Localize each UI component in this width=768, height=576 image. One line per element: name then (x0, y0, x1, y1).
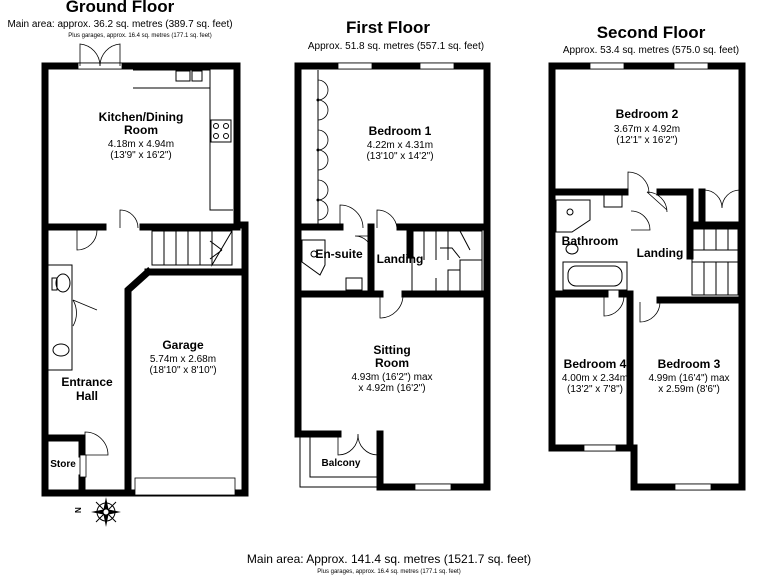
garage-door-icon (134, 477, 236, 496)
sink-icon (175, 70, 191, 82)
hall-name-line2: Hall (76, 389, 98, 403)
wc-door-icon (72, 299, 98, 327)
ground-floor: Ground Floor Main area: approx. 36.2 sq.… (7, 0, 249, 527)
garage-name: Garage (162, 338, 204, 352)
sitting-room-name-line1: Sitting (373, 343, 410, 357)
kitchen-counter (133, 69, 233, 211)
bathroom-shower-icon (555, 199, 591, 233)
first-floor-outer-walls (294, 62, 491, 491)
wc-cistern-icon (51, 277, 58, 291)
ground-stairs (151, 230, 233, 267)
bedroom3-name: Bedroom 3 (658, 357, 721, 371)
hall-door-top-icon (76, 229, 98, 251)
bathroom-toilet-icon (565, 243, 579, 255)
first-landing-name: Landing (377, 252, 424, 266)
wc-partition (46, 264, 73, 371)
store-name: Store (50, 459, 76, 470)
shower-icon (301, 239, 326, 276)
bath-icon (562, 261, 628, 291)
bathroom-wall (548, 290, 634, 452)
hob-icon (210, 119, 232, 143)
second-floor: Second Floor Approx. 53.4 sq. metres (57… (548, 23, 746, 491)
cupboard-door-icon (646, 191, 668, 213)
first-floor-area: Approx. 51.8 sq. metres (557.1 sq. feet) (308, 41, 484, 52)
bedroom1-dim-imperial: (13'10" x 14'2") (366, 151, 433, 162)
sitting-room-dim-line1: 4.93m (16'2") max (351, 372, 432, 383)
first-floor: First Floor Approx. 51.8 sq. metres (557… (294, 18, 491, 491)
ensuite-door-icon (354, 235, 373, 254)
footer-main-area: Main area: Approx. 141.4 sq. metres (152… (247, 552, 531, 566)
second-landing-name: Landing (637, 246, 684, 260)
ground-floor-title: Ground Floor (66, 0, 175, 16)
bedroom3-window (674, 483, 712, 491)
bedroom2-window-right (673, 62, 709, 70)
bedroom2-name: Bedroom 2 (616, 107, 679, 121)
bathroom-door-icon (630, 210, 651, 231)
kitchen-dim-metric: 4.18m x 4.94m (108, 139, 174, 150)
sink-drainer-icon (191, 70, 203, 82)
bedroom4-name: Bedroom 4 (564, 357, 627, 371)
bathroom-name: Bathroom (562, 234, 619, 248)
wardrobe-icon (316, 70, 329, 224)
ground-floor-garage-note: Plus garages, approx. 16.4 sq. metres (1… (68, 33, 211, 39)
first-floor-title: First Floor (346, 18, 430, 37)
sitting-room-window (414, 483, 452, 491)
bedroom3-dim-line2: x 2.59m (8'6") (658, 384, 720, 395)
second-floor-outer-walls (548, 62, 746, 491)
bedroom4-window (583, 444, 617, 452)
ensuite-basin-icon (345, 277, 363, 291)
sitting-room-name-line2: Room (375, 356, 409, 370)
kitchen-french-doors (77, 43, 123, 70)
wc-toilet-icon (55, 273, 71, 293)
second-stairs (691, 228, 739, 296)
bedroom1-door-icon (339, 204, 364, 229)
second-floor-area: Approx. 53.4 sq. metres (575.0 sq. feet) (563, 45, 739, 56)
bedroom1-dim-metric: 4.22m x 4.31m (367, 140, 433, 151)
front-door-icon (84, 431, 109, 456)
second-floor-title: Second Floor (597, 23, 706, 42)
ground-floor-outer-walls (41, 62, 249, 497)
bedroom1-window-left (337, 62, 373, 70)
garage-wall (124, 267, 244, 497)
kitchen-name-line1: Kitchen/Dining (99, 110, 184, 124)
ground-floor-area: Main area: approx. 36.2 sq. metres (389.… (7, 19, 232, 30)
bedroom4-dim-imperial: (13'2" x 7'8") (567, 384, 623, 395)
bedroom3-dim-line1: 4.99m (16'4") max (648, 373, 729, 384)
sitting-room-dim-line2: x 4.92m (16'2") (358, 383, 425, 394)
wardrobe-doors-icon (703, 189, 741, 210)
store-wall (41, 434, 86, 497)
first-stairs (411, 230, 483, 292)
balcony-outline (299, 436, 378, 488)
bedroom3-door-icon (639, 301, 661, 323)
bedroom1-name: Bedroom 1 (369, 124, 432, 138)
kitchen-name-line2: Room (124, 123, 158, 137)
garage-dim-metric: 5.74m x 2.68m (150, 354, 216, 365)
bedroom2-door-icon (627, 171, 650, 194)
bedroom2-window-left (589, 62, 625, 70)
bedroom2-bottom-wall (548, 188, 746, 229)
bedroom1-window-right (419, 62, 455, 70)
garage-dim-imperial: (18'10" x 8'10") (149, 365, 216, 376)
front-door-opening (79, 454, 87, 478)
landing-door-icon (376, 209, 398, 229)
bathroom-basin-icon (603, 194, 623, 208)
balcony-door-icon (337, 433, 379, 456)
hall-name-line1: Entrance (61, 375, 113, 389)
kitchen-dim-imperial: (13'9" x 16'2") (110, 150, 172, 161)
compass-label: N (74, 507, 83, 513)
kitchen-door-icon (119, 209, 139, 229)
compass-icon (91, 497, 121, 527)
sitting-room-door-icon (379, 294, 404, 319)
footer-garage-area: Plus garages, approx. 16.4 sq. metres (1… (317, 569, 460, 575)
wc-basin-icon (52, 343, 70, 357)
bedroom4-door-icon (603, 295, 625, 317)
bedroom4-dim-metric: 4.00m x 2.34m (562, 373, 628, 384)
bedroom2-dim-imperial: (12'1" x 16'2") (616, 135, 678, 146)
ensuite-name: En-suite (315, 247, 363, 261)
bedroom2-dim-metric: 3.67m x 4.92m (614, 124, 680, 135)
balcony-name: Balcony (322, 458, 361, 469)
